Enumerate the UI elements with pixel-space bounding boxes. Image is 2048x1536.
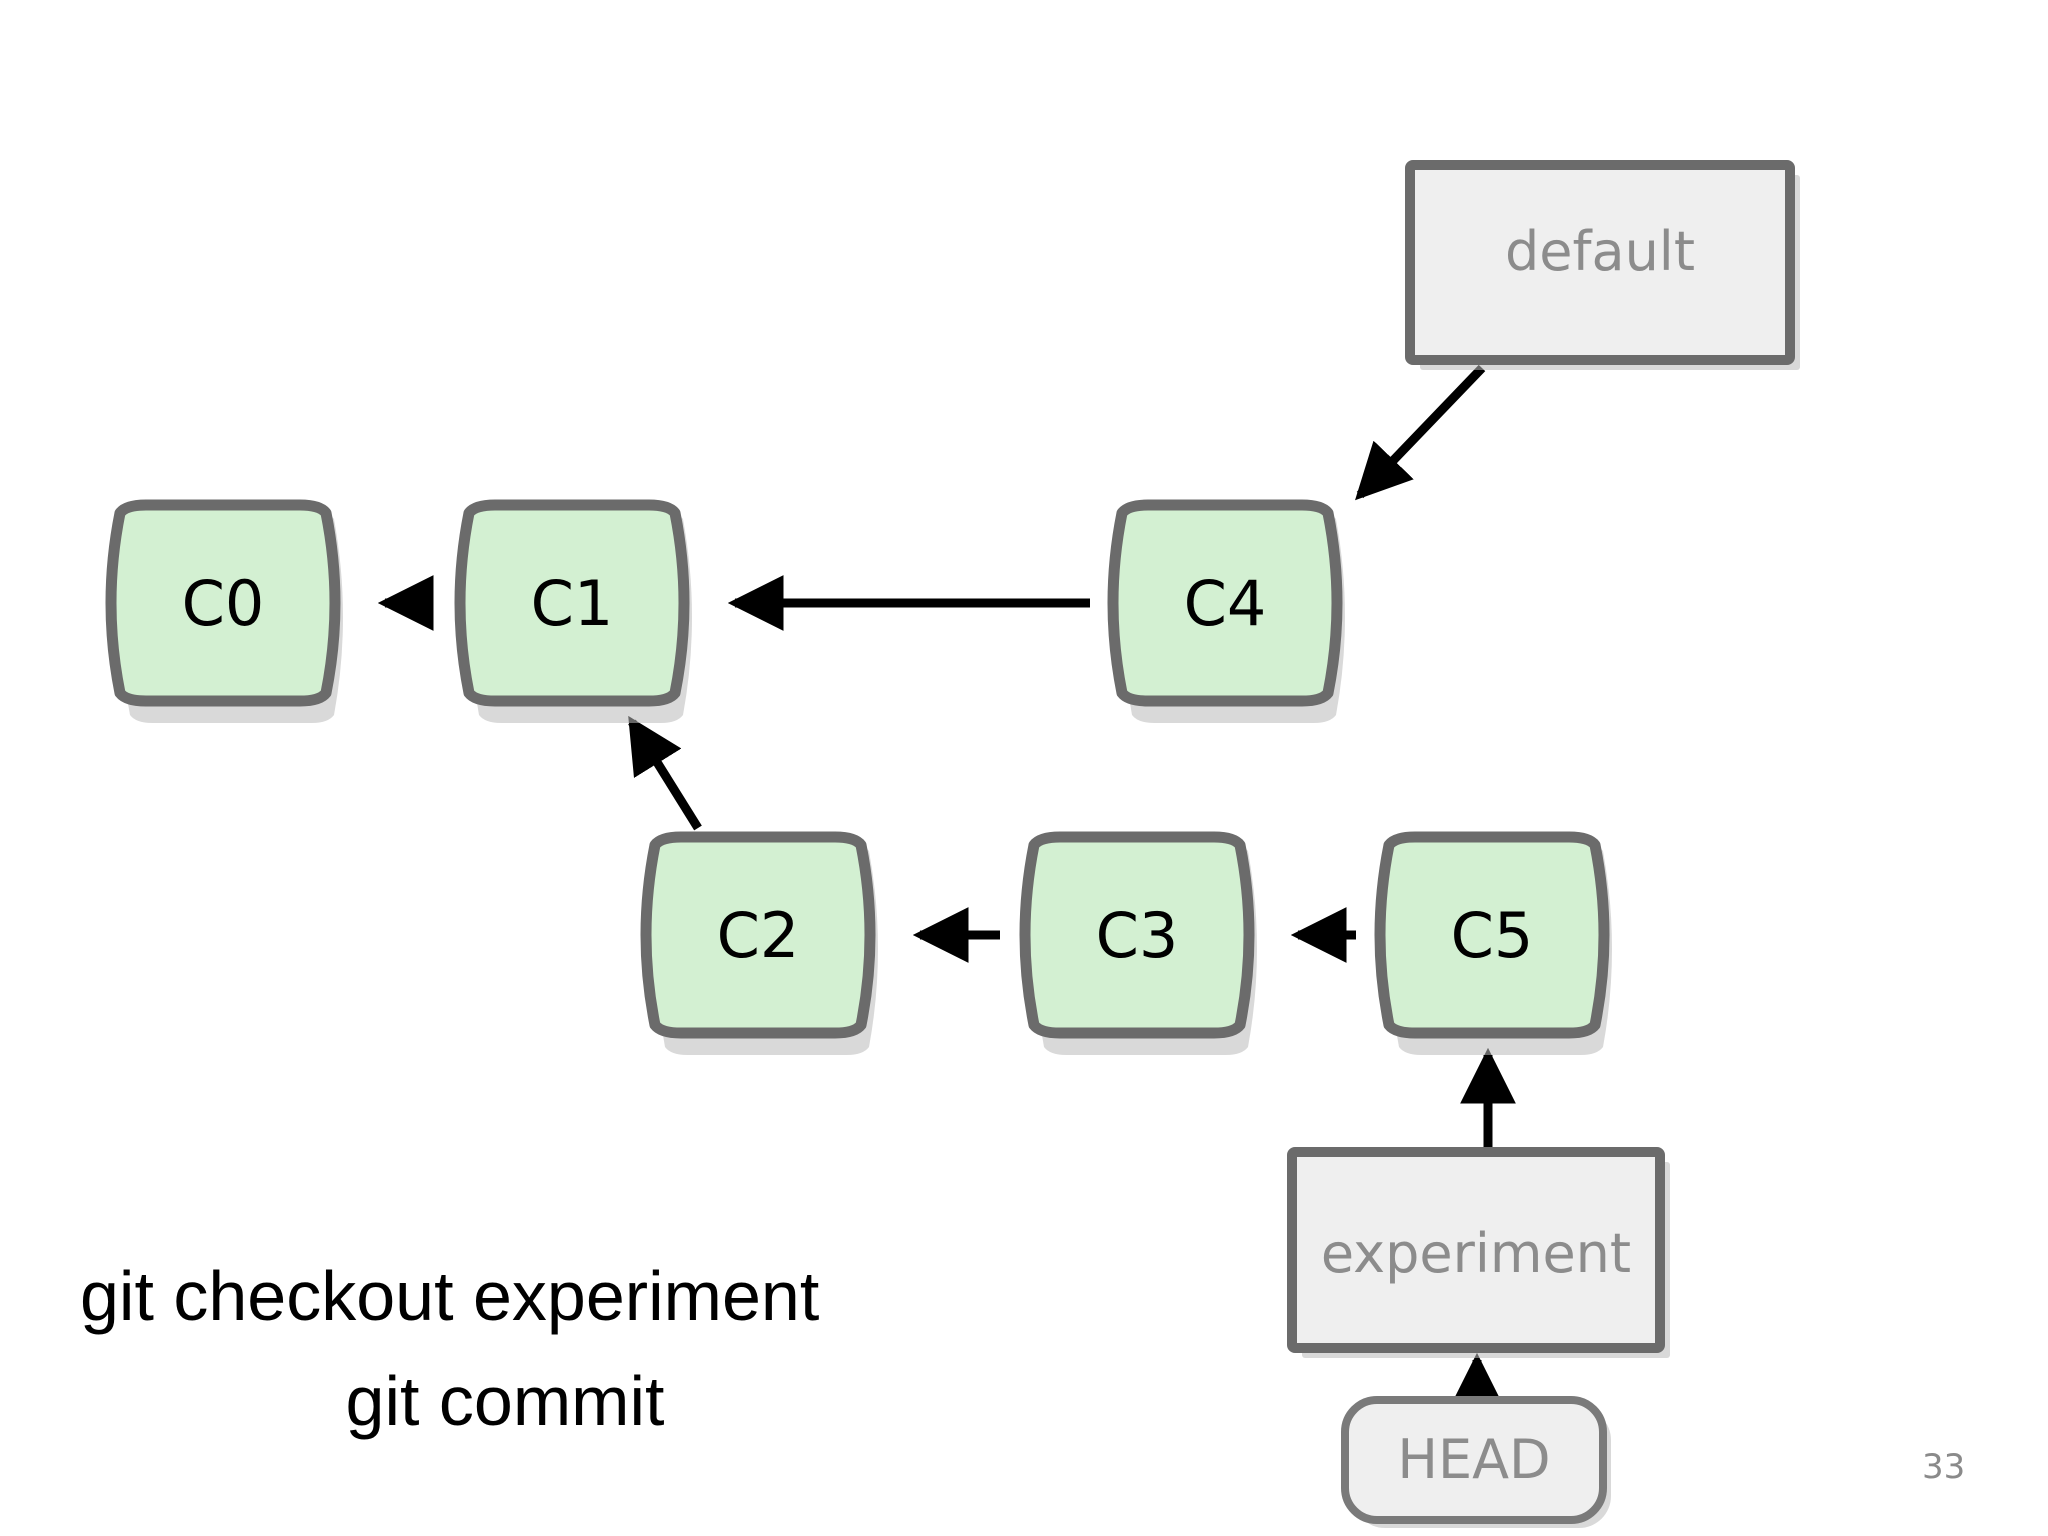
caption-block: git checkout experiment git commit <box>80 1257 819 1440</box>
commit-label-c4: C4 <box>1184 567 1267 640</box>
commit-node-c0[interactable]: C0 <box>105 499 343 723</box>
commit-node-c5[interactable]: C5 <box>1374 831 1612 1055</box>
branch-ref-default[interactable]: default <box>1405 160 1800 370</box>
edge-layer <box>377 364 1516 1409</box>
branch-ref-experiment-label: experiment <box>1321 1222 1631 1285</box>
branch-ref-experiment[interactable]: experiment <box>1287 1147 1670 1358</box>
edge-c2-to-c1 <box>628 715 702 831</box>
commit-node-c4[interactable]: C4 <box>1107 499 1345 723</box>
page-number: 33 <box>1922 1447 1965 1487</box>
head-ref-box[interactable]: HEAD <box>1341 1396 1611 1528</box>
edge-default-to-c4 <box>1355 364 1486 501</box>
commit-label-c3: C3 <box>1096 899 1179 972</box>
caption-line-2: git commit <box>346 1362 665 1440</box>
commit-label-c2: C2 <box>717 899 800 972</box>
commit-node-c3[interactable]: C3 <box>1019 831 1257 1055</box>
commit-label-c0: C0 <box>182 567 265 640</box>
caption-line-1: git checkout experiment <box>80 1257 819 1335</box>
commit-node-c1[interactable]: C1 <box>454 499 692 723</box>
commit-label-c5: C5 <box>1451 899 1534 972</box>
commit-node-c2[interactable]: C2 <box>640 831 878 1055</box>
head-ref-label: HEAD <box>1397 1428 1550 1491</box>
commit-label-c1: C1 <box>531 567 614 640</box>
branch-ref-default-label: default <box>1505 220 1695 283</box>
